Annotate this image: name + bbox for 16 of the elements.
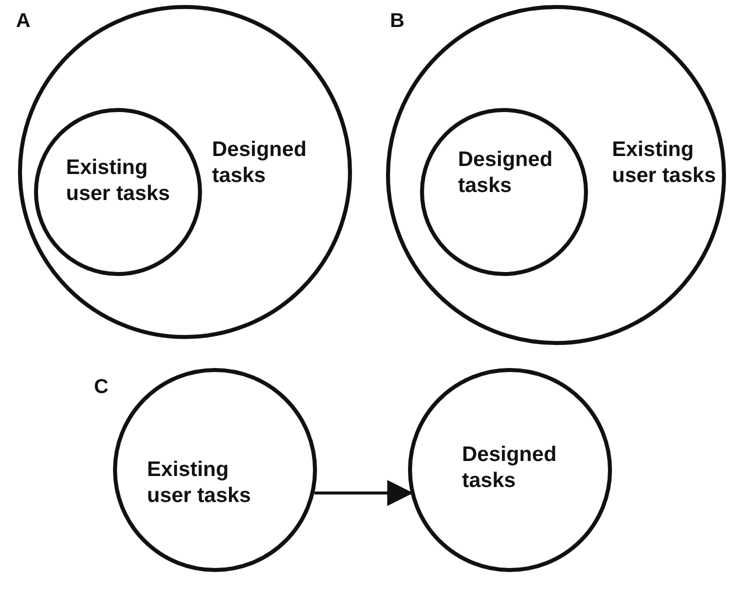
panel-letter: B	[390, 10, 404, 33]
set-label: Designed tasks	[212, 137, 308, 189]
panel-letter: A	[16, 10, 30, 33]
set-circle	[408, 368, 612, 572]
set-label: Designed tasks	[462, 442, 558, 494]
set-circle	[386, 5, 726, 345]
set-label: Existing user tasks	[612, 137, 717, 189]
set-circle	[18, 5, 352, 339]
set-label: Existing user tasks	[66, 155, 171, 207]
arrow	[314, 480, 414, 506]
set-circle	[113, 368, 317, 572]
set-label: Designed tasks	[458, 147, 554, 199]
panel-letter: C	[94, 376, 108, 399]
set-circle	[34, 108, 202, 276]
set-label: Existing user tasks	[147, 457, 252, 509]
set-circle	[420, 108, 588, 276]
